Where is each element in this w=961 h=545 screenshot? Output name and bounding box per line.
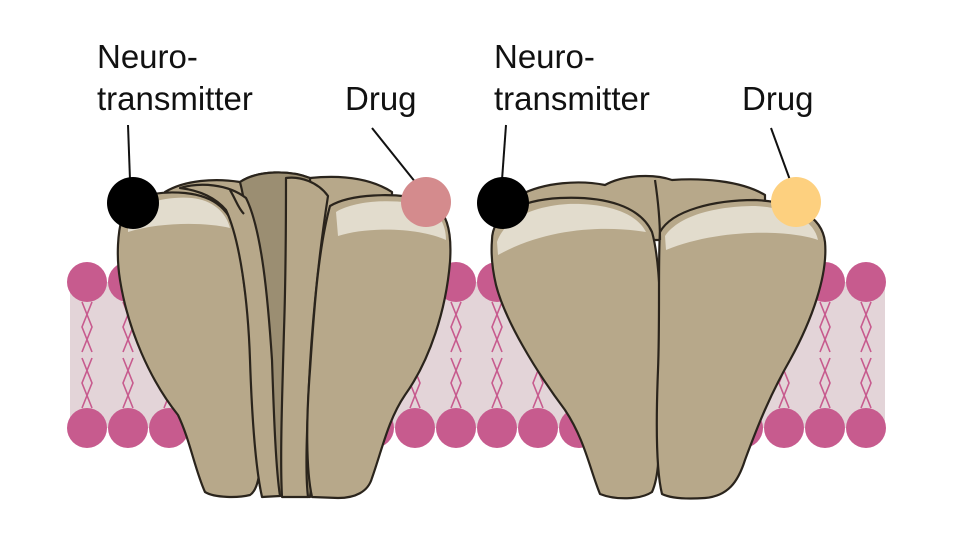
lipid-tail: [491, 357, 503, 409]
lipid-head-inner-8: [395, 408, 435, 448]
lipid-tail: [450, 357, 462, 409]
lipid-tail: [81, 357, 93, 409]
lipid-head-inner-17: [764, 408, 804, 448]
lipid-tail: [819, 357, 831, 409]
lipid-tail: [450, 301, 462, 353]
lipid-tail: [860, 301, 872, 353]
lipid-tail: [81, 301, 93, 353]
left-receptor-protein: [116, 171, 452, 500]
right-drug-leader: [770, 127, 791, 181]
lipid-tail: [122, 357, 134, 409]
lipid-tail: [450, 357, 462, 409]
lipid-tail: [122, 357, 134, 409]
lipid-tail: [819, 357, 831, 409]
left-receptor-subunit-left: [116, 191, 262, 499]
left-neurotransmitter-leader: [127, 124, 131, 181]
left-receptor-subunit-right: [306, 194, 452, 500]
lipid-head-inner-19: [846, 408, 886, 448]
lipid-tail: [819, 301, 831, 353]
right-neurotransmitter-leader: [501, 124, 507, 181]
left-receptor-subunit-mid-right: [280, 176, 330, 499]
right-drug-label: Drug: [742, 80, 814, 117]
right-receptor-subunit-left: [490, 196, 662, 500]
right-neurotransmitter-molecule: [477, 177, 529, 229]
right-neurotransmitter-label-line1: Neuro-: [494, 38, 595, 75]
lipid-head-outer-0: [67, 262, 107, 302]
lipid-tail: [81, 357, 93, 409]
lipid-head-inner-11: [518, 408, 558, 448]
lipid-tail: [860, 357, 872, 409]
lipid-head-inner-9: [436, 408, 476, 448]
lipid-head-inner-10: [477, 408, 517, 448]
lipid-tail: [860, 301, 872, 353]
lipid-tail: [491, 301, 503, 353]
left-neurotransmitter-label-line2: transmitter: [97, 80, 253, 117]
left-receptor-subunit-mid: [178, 183, 282, 499]
right-drug-molecule: [771, 177, 821, 227]
lipid-tail: [860, 357, 872, 409]
lipid-head-inner-0: [67, 408, 107, 448]
right-neurotransmitter-label-line2: transmitter: [494, 80, 650, 117]
left-drug-leader: [371, 127, 417, 184]
lipid-tail: [491, 301, 503, 353]
right-receptor-subunit-left-highlight: [497, 203, 646, 255]
left-drug-molecule: [401, 177, 451, 227]
lipid-head-inner-1: [108, 408, 148, 448]
lipid-tail: [450, 301, 462, 353]
left-neurotransmitter-molecule: [107, 177, 159, 229]
lipid-head-outer-19: [846, 262, 886, 302]
right-receptor-protein: [490, 174, 827, 500]
lipid-head-inner-18: [805, 408, 845, 448]
left-drug-label: Drug: [345, 80, 417, 117]
right-receptor-seam: [653, 179, 662, 241]
lipid-tail: [81, 301, 93, 353]
left-neurotransmitter-label-line1: Neuro-: [97, 38, 198, 75]
lipid-tail: [819, 301, 831, 353]
lipid-tail: [491, 357, 503, 409]
left-receptor-fold: [229, 189, 245, 215]
